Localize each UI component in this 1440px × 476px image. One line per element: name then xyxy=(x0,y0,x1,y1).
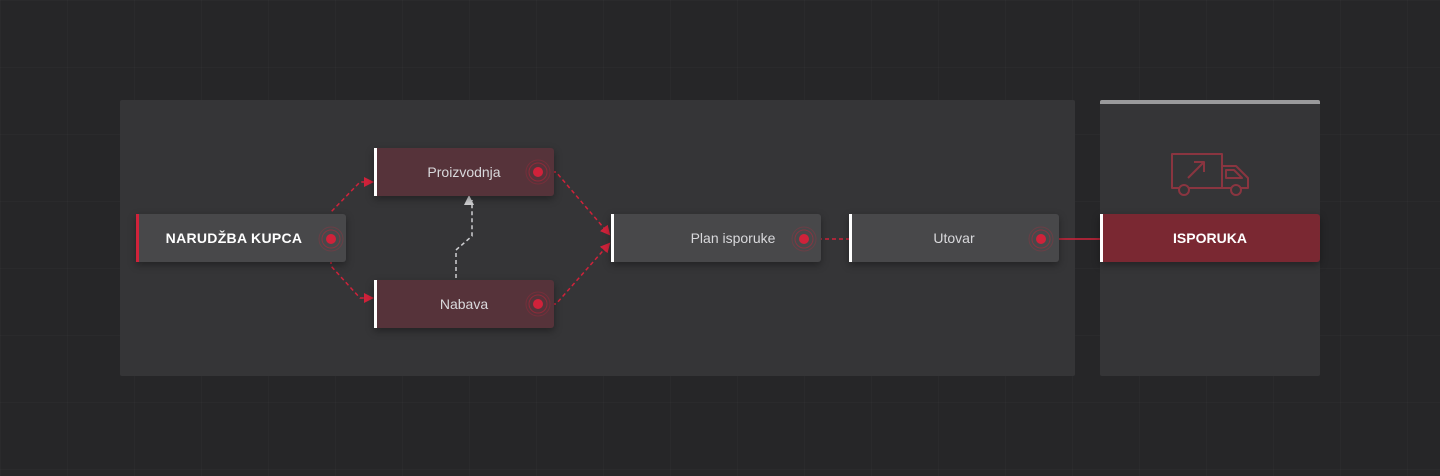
node-isporuka[interactable]: ISPORUKA xyxy=(1100,214,1320,262)
delivery-truck-icon xyxy=(1171,153,1249,196)
node-nabava[interactable]: Nabava xyxy=(374,280,554,328)
node-label: Plan isporuke xyxy=(690,230,776,246)
node-utovar[interactable]: Utovar xyxy=(849,214,1059,262)
node-accent-bar xyxy=(136,214,139,262)
node-accent-bar xyxy=(611,214,614,262)
node-accent-bar xyxy=(374,280,377,328)
node-label: NARUDŽBA KUPCA xyxy=(165,230,303,246)
node-accent-bar xyxy=(1100,214,1103,262)
node-label: Proizvodnja xyxy=(427,164,501,180)
node-label: Nabava xyxy=(439,296,489,312)
node-accent-bar xyxy=(849,214,852,262)
node-proizvodnja[interactable]: Proizvodnja xyxy=(374,148,554,196)
node-label: ISPORUKA xyxy=(1173,230,1247,246)
node-narudzba-kupca[interactable]: NARUDŽBA KUPCA xyxy=(136,214,346,262)
node-label: Utovar xyxy=(933,230,975,246)
node-accent-bar xyxy=(374,148,377,196)
node-plan-isporuke[interactable]: Plan isporuke xyxy=(611,214,821,262)
